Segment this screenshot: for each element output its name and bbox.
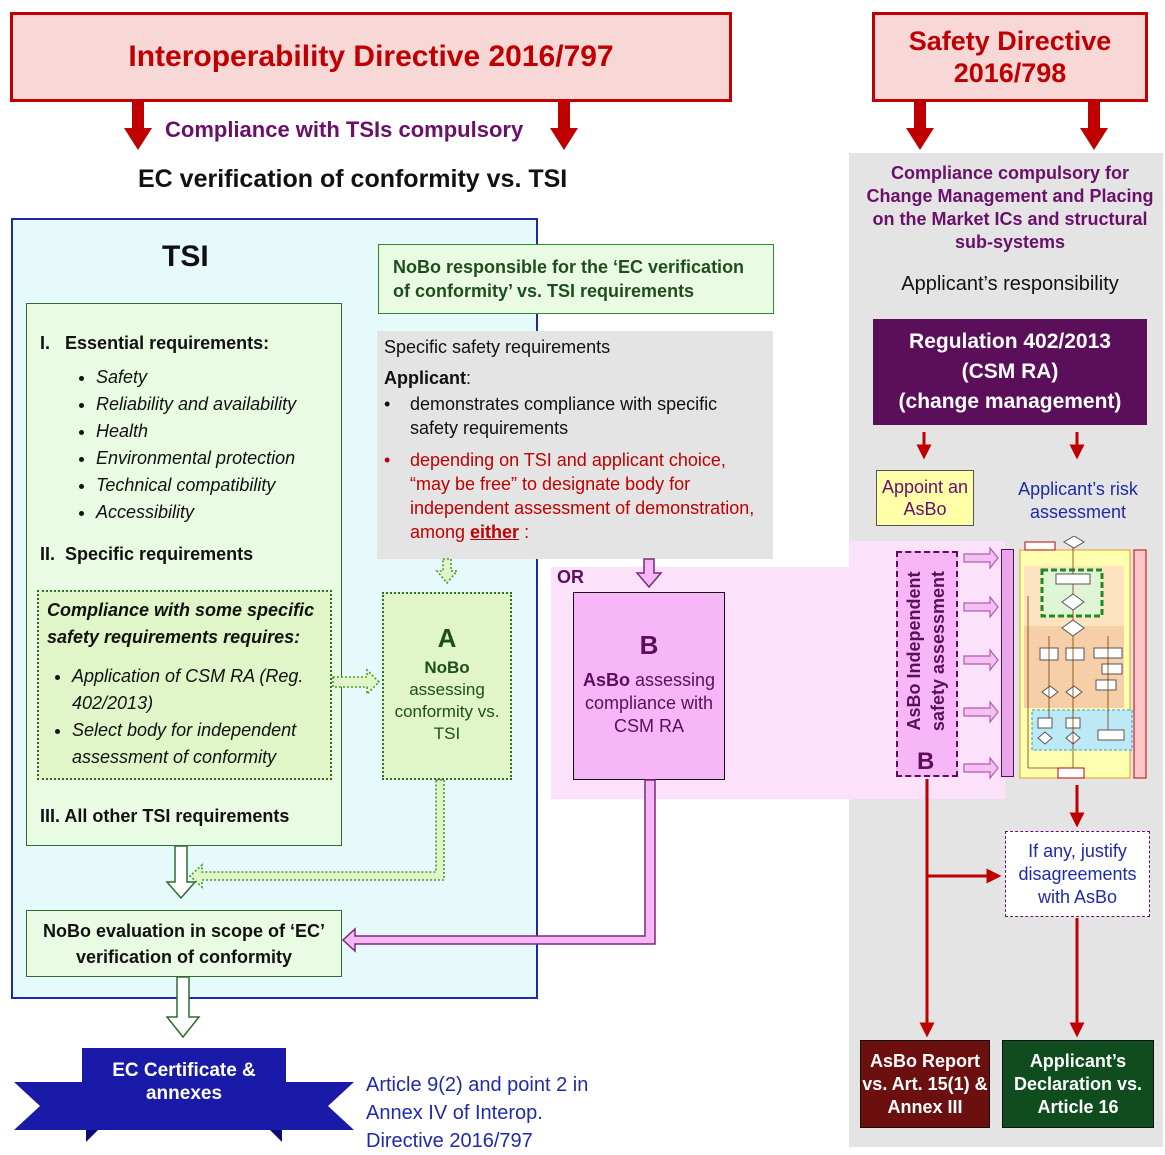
tsi-title: TSI	[162, 240, 209, 273]
other-requirements-heading: III. All other TSI requirements	[40, 806, 289, 827]
demonstrates-bullet: •demonstrates compliance with specific s…	[384, 392, 765, 440]
asbo-vertical-box	[896, 551, 958, 777]
ec-verification-heading: EC verification of conformity vs. TSI	[138, 165, 568, 193]
risk-process-diagram	[963, 536, 1147, 780]
specific-safety-title: Specific safety requirements	[384, 337, 611, 357]
essential-item: Accessibility	[96, 499, 342, 526]
essential-item: Safety	[96, 364, 342, 391]
box-b-title: AsBo	[582, 670, 630, 690]
compliance-specific-box	[37, 590, 332, 780]
box-a-letter: A	[437, 623, 457, 653]
numeral-ii: II.	[40, 544, 56, 564]
interop-directive-header: Interoperability Directive 2016/797	[10, 12, 732, 102]
demonstrates-text: demonstrates compliance with specific sa…	[410, 394, 718, 438]
nobo-evaluation-box: NoBo evaluation in scope of ‘EC’ verific…	[26, 910, 342, 977]
or-label: OR	[557, 567, 584, 587]
box-b-asbo: B AsBo assessing compliance with CSM RA	[573, 592, 725, 780]
essential-item: Environmental protection	[96, 445, 342, 472]
ec-certificate-text: EC Certificate & annexes	[112, 1060, 256, 1104]
depending-end: :	[519, 522, 530, 542]
compliance-specific-list: Application of CSM RA (Reg. 402/2013) Se…	[48, 663, 326, 771]
either-text: either	[470, 522, 520, 542]
asbo-vertical-b: B	[917, 748, 935, 775]
risk-assessment-label: Applicant’s risk assessment	[1018, 479, 1138, 522]
red-block-arrows	[124, 102, 1108, 150]
essential-item: Technical compatibility	[96, 472, 342, 499]
essential-heading-text: Essential requirements:	[65, 333, 270, 353]
applicant-label: Applicant:	[384, 368, 472, 388]
justify-disagreements-box: If any, justify disagreements with AsBo	[1005, 831, 1150, 917]
specific-requirements-heading: II. Specific requirements	[40, 544, 253, 565]
compliance-specific-heading: Compliance with some specific safety req…	[47, 600, 315, 647]
regulation-csm-ra-box: Regulation 402/2013 (CSM RA) (change man…	[873, 319, 1147, 425]
numeral-iii: III.	[40, 806, 61, 826]
compliance-item: Application of CSM RA (Reg. 402/2013)	[72, 663, 326, 717]
ec-certificate-ribbon	[14, 1048, 354, 1142]
depending-text-wrap: depending on TSI and applicant choice, “…	[410, 448, 765, 544]
applicant-bold: Applicant	[384, 368, 467, 388]
essential-item: Health	[96, 418, 342, 445]
other-heading-text: All other TSI requirements	[64, 806, 290, 826]
box-b-letter: B	[639, 630, 659, 660]
box-b-text-wrap: AsBo assessing compliance with CSM RA	[578, 669, 720, 738]
box-b-text: assessing compliance with CSM RA	[584, 670, 716, 736]
regulation-line-3: (change management)	[898, 390, 1122, 413]
nobo-responsible-box: NoBo responsible for the ‘EC verificatio…	[378, 244, 774, 314]
essential-item: Reliability and availability	[96, 391, 342, 418]
compliance-item: Select body for independent assessment o…	[72, 717, 326, 771]
article-reference-text: Article 9(2) and point 2 in Annex IV of …	[366, 1074, 589, 1152]
essential-requirements-heading: I. Essential requirements:	[40, 333, 269, 354]
interop-compliance-text: Compliance with TSIs compulsory	[165, 117, 524, 142]
depending-bullet: • depending on TSI and applicant choice,…	[384, 448, 765, 544]
safety-directive-header: Safety Directive 2016/798	[872, 12, 1148, 102]
box-a-nobo: A NoBo assessing conformity vs. TSI	[382, 592, 512, 780]
process-arrow-icons	[963, 546, 999, 780]
specific-heading-text: Specific requirements	[65, 544, 254, 564]
box-a-text: assessing conformity vs. TSI	[394, 680, 500, 743]
safety-compliance-text: Compliance compulsory for Change Managem…	[866, 163, 1154, 252]
essential-requirements-list: Safety Reliability and availability Heal…	[72, 364, 342, 526]
regulation-line-1: Regulation 402/2013	[909, 330, 1111, 353]
regulation-line-2: (CSM RA)	[961, 360, 1059, 383]
applicant-responsibility-text: Applicant’s responsibility	[901, 273, 1119, 295]
appoint-asbo-box: Appoint an AsBo	[876, 470, 974, 526]
numeral-i: I.	[40, 333, 51, 353]
box-a-title: NoBo	[424, 658, 470, 677]
asbo-report-box: AsBo Report vs. Art. 15(1) & Annex III	[860, 1040, 990, 1128]
applicant-declaration-box: Applicant’s Declaration vs. Article 16	[1002, 1040, 1154, 1128]
specific-safety-box: Specific safety requirements Applicant: …	[377, 331, 773, 559]
asbo-vertical-bar	[1001, 549, 1014, 777]
depending-text: depending on TSI and applicant choice, “…	[410, 450, 755, 542]
